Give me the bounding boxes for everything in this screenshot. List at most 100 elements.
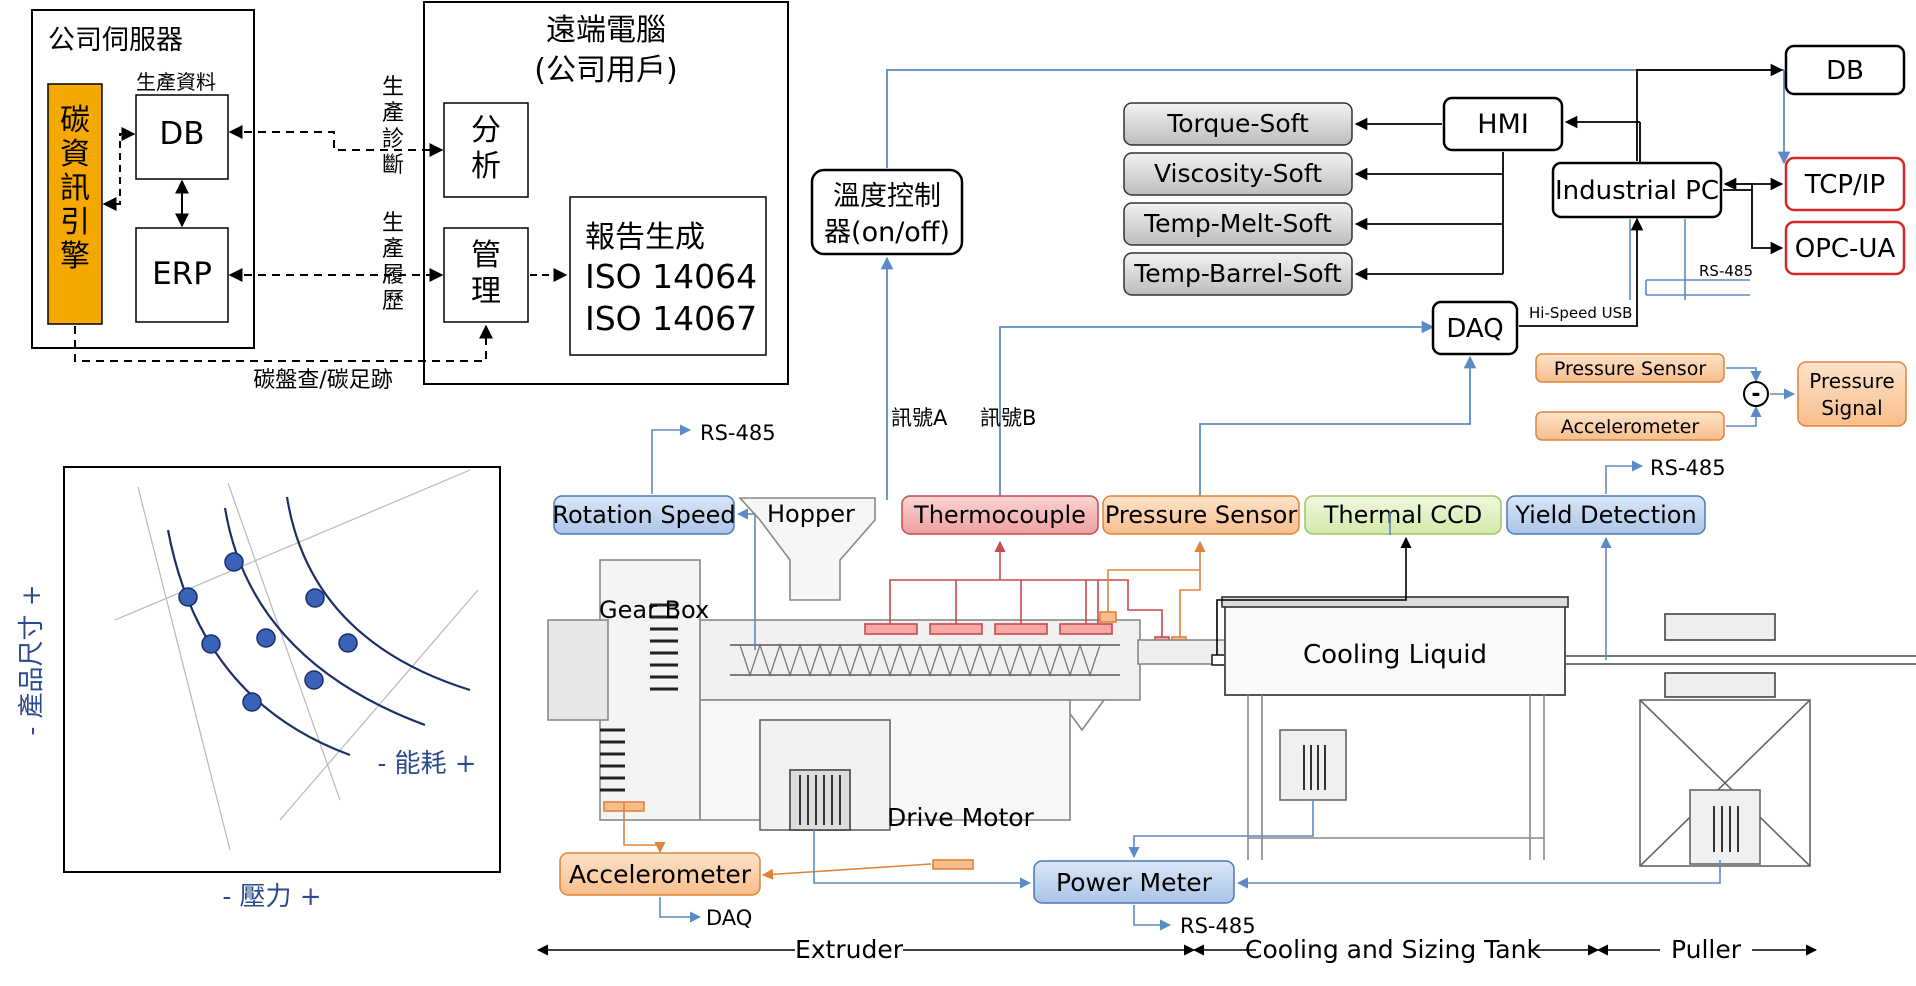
db-label: DB (159, 116, 204, 152)
rotation-speed-box: Rotation Speed (552, 495, 736, 535)
signal-lines (880, 69, 1791, 500)
chart-curve-label: - 能耗 + (377, 749, 476, 779)
tcp-ip-box: TCP/IP (1784, 156, 1906, 212)
svg-text:Temp-Barrel-Soft: Temp-Barrel-Soft (1133, 259, 1342, 288)
svg-text:Industrial PC: Industrial PC (1555, 176, 1719, 206)
svg-text:Rotation Speed: Rotation Speed (552, 501, 735, 529)
svg-text:Accelerometer: Accelerometer (1561, 416, 1700, 438)
power-meter-box: Power Meter (1033, 860, 1235, 904)
svg-text:Temp-Melt-Soft: Temp-Melt-Soft (1143, 209, 1332, 238)
svg-text:Pressure: Pressure (1809, 369, 1894, 393)
pressure-sensor-box: Pressure Sensor (1102, 495, 1300, 535)
report-title: 報告生成 (585, 220, 705, 255)
hmi-box: HMI (1442, 96, 1564, 152)
ps-output (1797, 361, 1907, 427)
svg-text:Viscosity-Soft: Viscosity-Soft (1154, 159, 1322, 188)
carbon-trace-label: 碳盤查/碳足跡 (253, 368, 392, 393)
svg-text:-: - (1751, 382, 1760, 407)
report-box (569, 196, 767, 356)
subtract-node (1743, 381, 1769, 407)
svg-text:Torque-Soft: Torque-Soft (1166, 109, 1309, 138)
energy-chart: - 能耗 + - 壓力 + - 產品尺寸 + (17, 466, 501, 912)
rotation-speed-rs485: RS-485 (700, 421, 776, 445)
svg-text:TCP/IP: TCP/IP (1804, 170, 1885, 200)
ps-accelerometer (1535, 411, 1725, 441)
ps-pressure-sensor (1535, 353, 1725, 383)
production-data-label: 生產資料 (136, 70, 216, 94)
opc-ua-box: OPC-UA (1784, 220, 1906, 276)
curve-2 (223, 507, 426, 727)
yield-detection-box: Yield Detection (1506, 495, 1706, 535)
db-box (135, 94, 229, 180)
management-box (443, 227, 529, 323)
drive-motor-label: Drive Motor (887, 803, 1035, 832)
cooling-liquid-label: Cooling Liquid (1303, 640, 1487, 670)
signal-b-label: 訊號B (980, 406, 1036, 430)
accelerometer-daq-label: DAQ (706, 906, 752, 930)
report-iso-14064: ISO 14064 (585, 257, 757, 296)
chart-y-label: - 產品尺寸 + (17, 584, 47, 735)
data-point (178, 587, 198, 607)
svg-text:Pressure Sensor: Pressure Sensor (1105, 501, 1298, 529)
history-label: 生產履歷 (382, 211, 404, 314)
db-right-box: DB (1784, 44, 1906, 96)
remote-pc-subtitle: (公司用戶) (534, 53, 677, 88)
data-point (305, 588, 325, 608)
chart-frame (63, 466, 501, 873)
industrial-pc-box: Industrial PC (1551, 161, 1723, 219)
curve-3 (285, 496, 471, 692)
remote-pc-group: 遠端電腦 (公司用戶) 分析 管理 報告生成 ISO 14064 ISO 140… (423, 1, 789, 385)
curve-1 (166, 529, 351, 757)
company-server-group: 公司伺服器 生產資料 碳資訊引擎 DB ERP (31, 9, 255, 349)
extruder-label: Extruder (795, 935, 904, 964)
management-label: 管理 (471, 238, 501, 309)
carbon-engine-label: 碳資訊引擎 (60, 103, 90, 274)
soft-sensors: Torque-Soft Viscosity-Soft Temp-Melt-Sof… (1123, 102, 1353, 296)
temp-controller-line2: 器(on/off) (824, 217, 950, 248)
soft-sensor-temp-melt: Temp-Melt-Soft (1123, 202, 1353, 246)
signal-a-label: 訊號A (891, 406, 948, 430)
daq-box: DAQ (1431, 300, 1519, 356)
rs485-bus (1629, 219, 1750, 300)
analysis-box (443, 102, 529, 198)
temp-controller-line1: 溫度控制 (833, 181, 941, 212)
svg-text:Pressure Sensor: Pressure Sensor (1554, 358, 1706, 380)
svg-text:Yield Detection: Yield Detection (1514, 501, 1696, 529)
power-meter-rs485: RS-485 (1180, 914, 1256, 938)
data-point (201, 634, 221, 654)
carbon-engine-box (47, 83, 103, 325)
diagnosis-label: 生產診斷 (382, 75, 404, 178)
data-point (224, 552, 244, 572)
analysis-label: 分析 (471, 113, 501, 184)
company-server-title: 公司伺服器 (48, 25, 183, 56)
puller-label: Puller (1671, 935, 1742, 964)
svg-text:HMI: HMI (1477, 109, 1529, 140)
cooling-tank-label: Cooling and Sizing Tank (1245, 935, 1541, 964)
extrusion-line-drawing (547, 497, 1916, 870)
yield-detection-rs485: RS-485 (1650, 456, 1726, 480)
svg-text:Accelerometer: Accelerometer (569, 860, 752, 889)
pressure-sensor-wiring (623, 540, 1206, 880)
thermal-ccd-box: Thermal CCD (1304, 495, 1502, 535)
soft-sensor-viscosity: Viscosity-Soft (1123, 152, 1353, 196)
svg-text:Signal: Signal (1821, 396, 1882, 420)
svg-text:Thermal CCD: Thermal CCD (1323, 501, 1482, 529)
gear-box-label: Gear Box (599, 596, 709, 624)
hi-speed-usb-label: Hi-Speed USB (1529, 304, 1632, 322)
thermocouple-box: Thermocouple (901, 495, 1099, 535)
data-point (304, 670, 324, 690)
data-point (242, 692, 262, 712)
data-point (256, 628, 276, 648)
pressure-signal-group: Pressure Sensor Accelerometer - Pressure… (1535, 353, 1907, 441)
data-point (338, 633, 358, 653)
chart-x-label: - 壓力 + (222, 882, 321, 912)
rs485-bus-label: RS-485 (1699, 262, 1753, 280)
remote-pc-title: 遠端電腦 (546, 13, 666, 48)
accelerometer-box: Accelerometer (559, 852, 761, 896)
svg-text:Thermocouple: Thermocouple (913, 501, 1086, 529)
soft-sensor-temp-barrel: Temp-Barrel-Soft (1123, 252, 1353, 296)
svg-text:Power Meter: Power Meter (1056, 868, 1213, 897)
svg-text:DAQ: DAQ (1446, 314, 1503, 344)
server-remote-links: 生產診斷 生產履歷 碳盤查/碳足跡 (74, 75, 493, 393)
